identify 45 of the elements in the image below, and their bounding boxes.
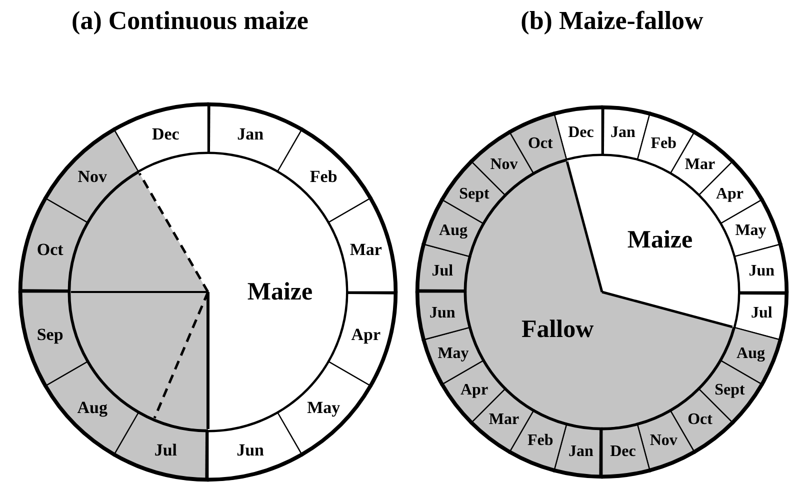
month-label: Jul (750, 304, 772, 322)
month-label: Feb (528, 432, 554, 450)
month-label: Jan (568, 443, 594, 460)
month-label: Sep (36, 324, 64, 344)
panel-heading: (b) Maize-fallow (520, 6, 704, 36)
month-label: Jul (154, 440, 178, 460)
month-label: Feb (650, 134, 676, 152)
month-label: Dec (152, 124, 180, 144)
month-label: Jan (610, 124, 636, 141)
month-label: Sept (459, 186, 490, 202)
month-label: Jul (432, 262, 454, 280)
month-label: Apr (716, 186, 744, 202)
month-label: May (307, 398, 340, 418)
month-segment (18, 291, 90, 388)
month-segment (601, 422, 651, 479)
month-label: Nov (650, 432, 678, 450)
month-label: Aug (77, 398, 108, 418)
month-label: Mar (350, 240, 382, 260)
month-label: Oct (528, 134, 553, 152)
month-label: Nov (78, 166, 108, 186)
month-label: Dec (568, 124, 594, 141)
month-label: May (438, 345, 469, 362)
month-label: Aug (736, 345, 765, 362)
month-label: May (735, 222, 766, 239)
month-label: Jan (237, 124, 264, 144)
month-label: Jun (429, 304, 456, 322)
month-label: Apr (351, 324, 381, 344)
panel-heading: (a) Continuous maize (72, 6, 308, 36)
month-label: Nov (490, 156, 518, 173)
month-label: Jun (236, 440, 264, 460)
month-label: Oct (36, 240, 64, 260)
month-label: Aug (439, 222, 468, 239)
month-label: Jun (748, 262, 775, 280)
pie-sector (138, 154, 346, 430)
month-label: Mar (488, 411, 520, 428)
month-segment (415, 291, 472, 341)
month-label: Feb (310, 166, 338, 186)
sector-label: Maize (627, 226, 693, 254)
sector-label: Fallow (521, 316, 594, 343)
month-label: Sept (714, 382, 745, 398)
month-label: Mar (684, 156, 716, 173)
sector-label: Maize (247, 278, 313, 306)
month-label: Dec (610, 443, 636, 460)
month-label: Oct (688, 411, 712, 428)
month-label: Apr (460, 382, 488, 398)
